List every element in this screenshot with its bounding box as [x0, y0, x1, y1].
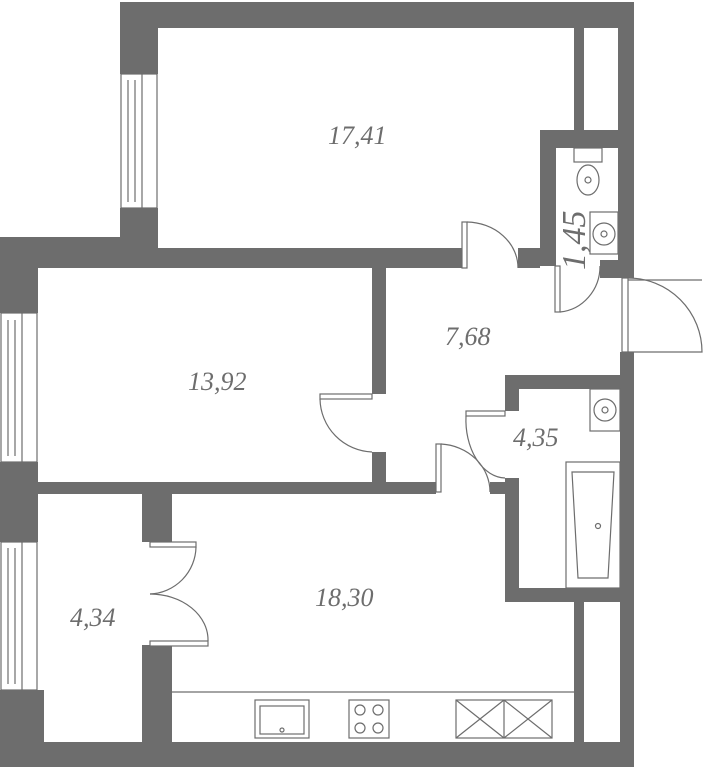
- wall-bath-left-upper: [505, 375, 519, 411]
- kitchen-cabinets-icon: [455, 699, 553, 739]
- door-kitchen: [435, 443, 491, 493]
- walls: [0, 2, 634, 767]
- wall-right-outer-top: [618, 2, 634, 130]
- area-label-living-room: 13,92: [188, 367, 247, 396]
- wall-top: [120, 2, 634, 28]
- door-living: [319, 393, 373, 453]
- wall-toilet-top: [540, 130, 634, 148]
- door-bedroom: [461, 221, 519, 269]
- wall-bed-hall-stub: [518, 248, 540, 268]
- wall-living-right: [372, 268, 386, 394]
- door-toilet: [554, 265, 601, 313]
- wall-bath-left-lower: [505, 478, 519, 602]
- wall-shaft-bottom: [574, 602, 584, 742]
- wall-toilet-bottom-right: [600, 260, 634, 278]
- wall-bath-top: [505, 375, 634, 389]
- doors: [149, 221, 703, 647]
- wall-living-left-upper: [0, 237, 38, 313]
- wall-right-outer-mid: [620, 352, 634, 767]
- wall-bedroom-bottom: [120, 248, 462, 268]
- area-label-kitchen-living: 18,30: [315, 583, 374, 612]
- door-bathroom: [465, 410, 506, 479]
- stove-icon: [348, 699, 390, 739]
- window-living: [0, 312, 38, 463]
- wall-bottom: [0, 742, 634, 767]
- wall-hall-corner: [490, 482, 519, 494]
- area-label-hallway: 7,68: [445, 322, 491, 351]
- wall-bath-bottom: [505, 588, 634, 602]
- door-entrance: [621, 277, 703, 353]
- windows: [0, 73, 158, 691]
- wall-shaft-divider: [574, 28, 584, 130]
- bathtub-icon: [565, 461, 621, 589]
- window-balcony: [0, 541, 38, 691]
- wall-toilet-right: [618, 130, 634, 278]
- wall-living-bottom: [0, 482, 436, 494]
- area-labels: 17,41 1,45 7,68 13,92 4,35 4,34 18,30: [70, 121, 593, 632]
- toilet-bowl-icon: [573, 147, 603, 196]
- wall-bedroom-left-upper: [120, 2, 158, 74]
- area-label-bedroom: 17,41: [328, 121, 387, 150]
- toilet-sink-icon: [589, 211, 619, 255]
- fixtures: [172, 147, 621, 739]
- wall-balcony-kitchen-top: [142, 494, 172, 542]
- wall-balcony-top-left: [0, 494, 38, 542]
- kitchen-sink-icon: [254, 699, 310, 739]
- window-bedroom: [120, 73, 158, 209]
- area-label-balcony: 4,34: [70, 603, 116, 632]
- bathroom-sink-icon: [589, 388, 621, 432]
- area-label-bathroom: 4,35: [513, 423, 559, 452]
- area-label-toilet: 1,45: [556, 211, 593, 271]
- wall-toilet-left: [540, 130, 556, 266]
- door-balcony: [149, 541, 209, 647]
